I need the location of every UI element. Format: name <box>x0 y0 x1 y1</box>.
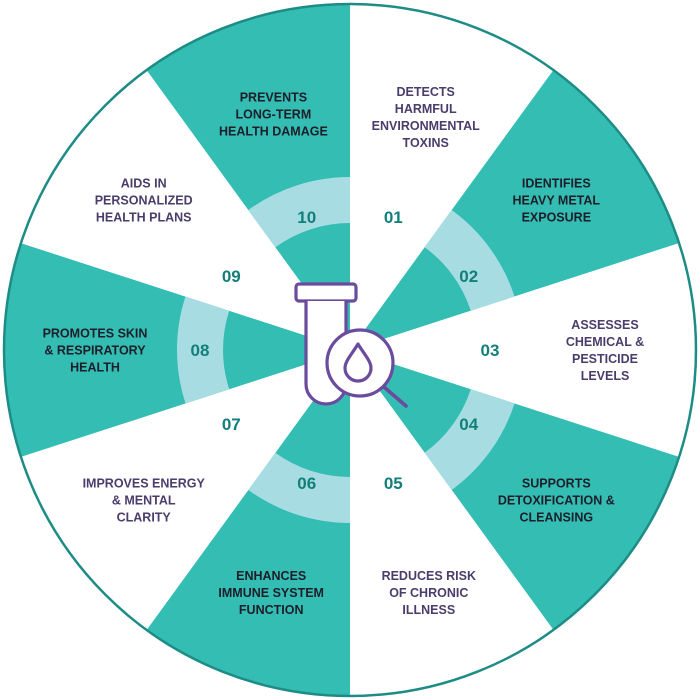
segment-label-line: IMPROVES ENERGY <box>83 476 206 490</box>
labels-layer: DETECTS HARMFUL ENVIRONMENTAL TOXINS 01 IDENT… <box>43 85 645 617</box>
segment-number-08: 08 <box>191 341 210 360</box>
segment-05 <box>350 350 554 696</box>
segment-number-05: 05 <box>384 474 403 493</box>
segment-label-07: IMPROVES ENERGY & MENTAL CLARITY <box>83 476 206 524</box>
inner-ring-layer <box>177 177 515 523</box>
segment-label-line: HARMFUL <box>395 102 457 116</box>
segment-label-line: ENHANCES <box>236 569 306 583</box>
segment-label-line: LEVELS <box>581 369 630 383</box>
segment-label-line: DETOXIFICATION & <box>498 493 615 507</box>
segment-label-line: CHEMICAL & <box>566 335 644 349</box>
segment-number-09: 09 <box>222 267 241 286</box>
segment-label-line: PROMOTES SKIN <box>43 327 148 341</box>
segment-label-line: CLEANSING <box>519 510 593 524</box>
segment-ring-02 <box>424 210 515 311</box>
segment-label-09: AIDS IN PERSONALIZED HEALTH PLANS <box>95 177 193 225</box>
test-tube-magnifier-droplet-icon <box>294 282 408 408</box>
segment-03 <box>350 243 697 457</box>
segment-ring-08 <box>177 296 230 404</box>
segment-label-02: IDENTIFIES HEAVY METAL EXPOSURE <box>513 177 601 225</box>
segment-10 <box>146 4 350 350</box>
segment-label-line: PERSONALIZED <box>95 194 193 208</box>
segment-09 <box>20 70 351 350</box>
segment-label-03: ASSESSES CHEMICAL & PESTICIDE LEVELS <box>566 318 644 383</box>
segment-number-10: 10 <box>297 208 316 227</box>
segment-label-line: OF CHRONIC <box>389 586 468 600</box>
segment-label-line: IMMUNE SYSTEM <box>218 586 324 600</box>
segment-label-line: AIDS IN <box>121 177 167 191</box>
segment-06 <box>146 350 350 696</box>
segment-label-line: & RESPIRATORY <box>44 344 146 358</box>
segment-02 <box>350 70 680 350</box>
segments-layer <box>3 4 697 696</box>
segment-label-line: ASSESSES <box>571 318 638 332</box>
segment-label-line: LONG-TERM <box>236 108 312 122</box>
segment-label-08: PROMOTES SKIN & RESPIRATORY HEALTH <box>43 327 148 375</box>
segment-label-line: HEALTH DAMAGE <box>219 125 328 139</box>
segment-number-06: 06 <box>297 474 316 493</box>
segment-label-line: REDUCES RISK <box>382 569 476 583</box>
segment-ring-04 <box>424 389 515 490</box>
segment-label-line: HEALTH PLANS <box>96 211 192 225</box>
segment-label-line: DETECTS <box>397 85 455 99</box>
segment-label-01: DETECTS HARMFUL ENVIRONMENTAL TOXINS <box>372 85 480 150</box>
segment-label-line: HEAVY METAL <box>513 194 601 208</box>
segment-label-10: PREVENTS LONG-TERM HEALTH DAMAGE <box>219 91 328 139</box>
segment-label-line: TOXINS <box>403 136 449 150</box>
segment-ring-06 <box>248 452 350 523</box>
segment-label-line: HEALTH <box>70 361 120 375</box>
segment-ring-10 <box>248 177 350 248</box>
segment-number-07: 07 <box>222 415 241 434</box>
segment-label-line: PESTICIDE <box>572 352 638 366</box>
segment-label-line: PREVENTS <box>240 91 307 105</box>
segment-label-06: ENHANCES IMMUNE SYSTEM FUNCTION <box>218 569 324 617</box>
segment-number-03: 03 <box>481 341 500 360</box>
segment-number-04: 04 <box>459 415 478 434</box>
segment-number-02: 02 <box>459 267 478 286</box>
segment-07 <box>20 350 351 630</box>
segment-label-line: EXPOSURE <box>522 211 591 225</box>
segment-label-line: ILLNESS <box>402 603 455 617</box>
segment-label-line: FUNCTION <box>239 603 304 617</box>
segment-label-line: SUPPORTS <box>522 476 591 490</box>
segment-label-line: ENVIRONMENTAL <box>372 119 480 133</box>
segment-label-05: REDUCES RISK OF CHRONIC ILLNESS <box>382 569 476 617</box>
segment-01 <box>350 4 554 350</box>
segment-04 <box>350 350 680 630</box>
segment-08 <box>3 243 350 457</box>
segment-label-04: SUPPORTS DETOXIFICATION & CLEANSING <box>498 476 615 524</box>
segment-number-01: 01 <box>384 208 403 227</box>
segment-label-line: CLARITY <box>117 510 172 524</box>
segment-label-line: & MENTAL <box>112 493 176 507</box>
segment-label-line: IDENTIFIES <box>522 177 591 191</box>
